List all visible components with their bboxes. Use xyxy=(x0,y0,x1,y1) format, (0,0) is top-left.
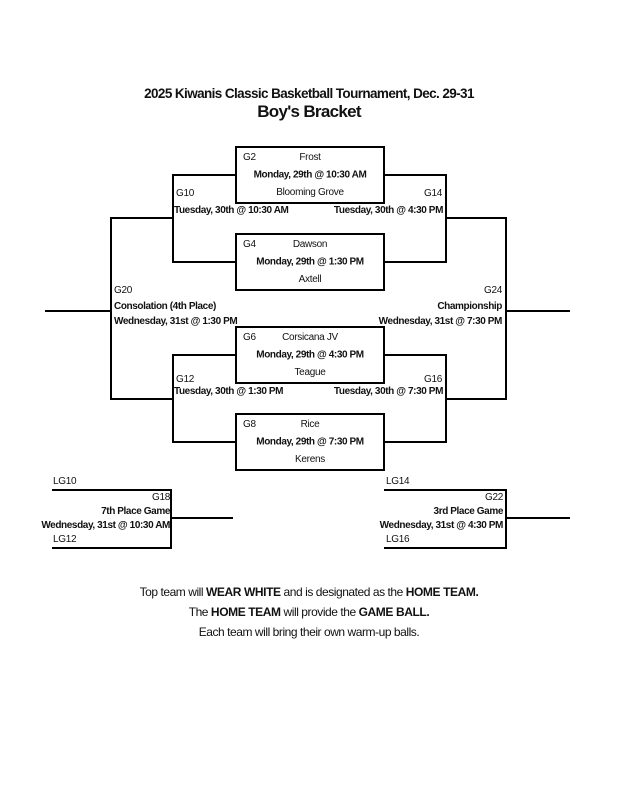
bracket-line xyxy=(385,441,447,443)
bottom-team: Blooming Grove xyxy=(276,187,344,198)
third-place-label: 3rd Place Game xyxy=(433,506,504,517)
feeder-label-lg16: LG16 xyxy=(386,534,410,545)
rule-text-bold: WEAR WHITE xyxy=(205,585,281,599)
game-box-g4: G4 Dawson Monday, 29th @ 1:30 PM Axtell xyxy=(235,233,385,291)
top-team: Dawson xyxy=(292,239,328,250)
bracket-line xyxy=(505,517,570,519)
game-datetime: Monday, 29th @ 1:30 PM xyxy=(256,256,364,268)
bracket-line xyxy=(445,398,507,400)
game-id-g24: G24 xyxy=(483,285,502,296)
seventh-place-label: 7th Place Game xyxy=(101,506,170,517)
bracket-line xyxy=(385,174,447,176)
bracket-line xyxy=(445,217,507,219)
rule-text: Top team will xyxy=(139,585,204,599)
championship-label: Championship xyxy=(437,300,502,312)
bracket-line xyxy=(505,217,507,400)
rule-text-bold: HOME TEAM. xyxy=(405,585,479,599)
bracket-line xyxy=(172,261,235,263)
bracket-line xyxy=(384,489,507,491)
feeder-label-lg14: LG14 xyxy=(386,476,410,487)
game-datetime: Monday, 29th @ 4:30 PM xyxy=(256,349,364,361)
bracket-line xyxy=(172,354,174,443)
game-datetime-g16: Tuesday, 30th @ 7:30 PM xyxy=(333,386,444,397)
game-id-g16: G16 xyxy=(423,374,442,385)
consolation-label: Consolation (4th Place) xyxy=(114,300,216,312)
game-id-g12: G12 xyxy=(176,374,195,385)
rule-line-2: The HOME TEAM will provide the GAME BALL… xyxy=(0,602,618,622)
bracket-line xyxy=(505,489,507,549)
bracket-subtitle: Boy's Bracket xyxy=(257,102,361,121)
game-box-g6: G6 Corsicana JV Monday, 29th @ 4:30 PM T… xyxy=(235,326,385,384)
bracket-line xyxy=(384,547,507,549)
game-id: G4 xyxy=(243,239,256,250)
bracket-line xyxy=(172,441,235,443)
bracket-line xyxy=(110,398,172,400)
rule-text: and is designated as the xyxy=(283,585,404,599)
bracket-line xyxy=(110,217,112,400)
bracket-line xyxy=(110,217,172,219)
game-box-g8: G8 Rice Monday, 29th @ 7:30 PM Kerens xyxy=(235,413,385,471)
game-datetime: Monday, 29th @ 7:30 PM xyxy=(256,436,364,448)
game-datetime-g10: Tuesday, 30th @ 10:30 AM xyxy=(174,205,289,216)
rule-text: will provide the xyxy=(283,605,357,619)
game-id-g10: G10 xyxy=(176,188,195,199)
top-team: Corsicana JV xyxy=(282,332,338,343)
rule-text: The xyxy=(188,605,209,619)
game-id-g22: G22 xyxy=(484,492,503,503)
game-datetime-g20: Wednesday, 31st @ 1:30 PM xyxy=(114,316,238,327)
bracket-line xyxy=(505,310,570,312)
game-datetime-g24: Wednesday, 31st @ 7:30 PM xyxy=(378,316,503,327)
rule-line-3: Each team will bring their own warm-up b… xyxy=(198,625,420,639)
bracket-line xyxy=(172,354,235,356)
bottom-team: Kerens xyxy=(295,454,325,465)
top-team: Rice xyxy=(300,419,320,430)
bracket-line xyxy=(385,261,447,263)
bracket-line xyxy=(52,489,172,491)
game-id-g14: G14 xyxy=(423,188,442,199)
bracket-line xyxy=(170,517,233,519)
seventh-place-game-block: G18 7th Place Game Wednesday, 31st @ 10:… xyxy=(41,491,170,533)
bottom-team: Axtell xyxy=(298,274,322,285)
game-datetime-g22: Wednesday, 31st @ 4:30 PM xyxy=(379,520,504,531)
game-box-g2: G2 Frost Monday, 29th @ 10:30 AM Bloomin… xyxy=(235,146,385,204)
rule-text-bold: HOME TEAM xyxy=(210,605,281,619)
game-id-g18: G18 xyxy=(151,492,170,503)
feeder-label-lg12: LG12 xyxy=(53,534,77,545)
rules-footer: Top team will WEAR WHITE and is designat… xyxy=(0,582,618,642)
championship-game-block: G24 Championship Wednesday, 31st @ 7:30 … xyxy=(378,283,503,330)
game-datetime-g18: Wednesday, 31st @ 10:30 AM xyxy=(41,520,170,531)
third-place-game-block: G22 3rd Place Game Wednesday, 31st @ 4:3… xyxy=(379,491,504,533)
game-datetime-g14: Tuesday, 30th @ 4:30 PM xyxy=(333,205,444,216)
page-title: 2025 Kiwanis Classic Basketball Tourname… xyxy=(144,86,474,101)
game-id: G6 xyxy=(243,332,256,343)
rule-line-1: Top team will WEAR WHITE and is designat… xyxy=(0,582,618,602)
game-id: G8 xyxy=(243,419,256,430)
bracket-line xyxy=(45,310,110,312)
game-datetime-g12: Tuesday, 30th @ 1:30 PM xyxy=(174,386,284,397)
bracket-line xyxy=(52,547,172,549)
bracket-line xyxy=(170,489,172,549)
rule-text-bold: GAME BALL. xyxy=(358,605,430,619)
game-id-g20: G20 xyxy=(114,285,133,296)
bracket-line xyxy=(385,354,447,356)
feeder-label-lg10: LG10 xyxy=(53,476,77,487)
bracket-line xyxy=(172,174,174,263)
game-id: G2 xyxy=(243,152,256,163)
bottom-team: Teague xyxy=(294,367,326,378)
top-team: Frost xyxy=(299,152,321,163)
bracket-line xyxy=(172,174,235,176)
consolation-game-block: G20 Consolation (4th Place) Wednesday, 3… xyxy=(114,283,238,330)
game-datetime: Monday, 29th @ 10:30 AM xyxy=(253,169,367,181)
